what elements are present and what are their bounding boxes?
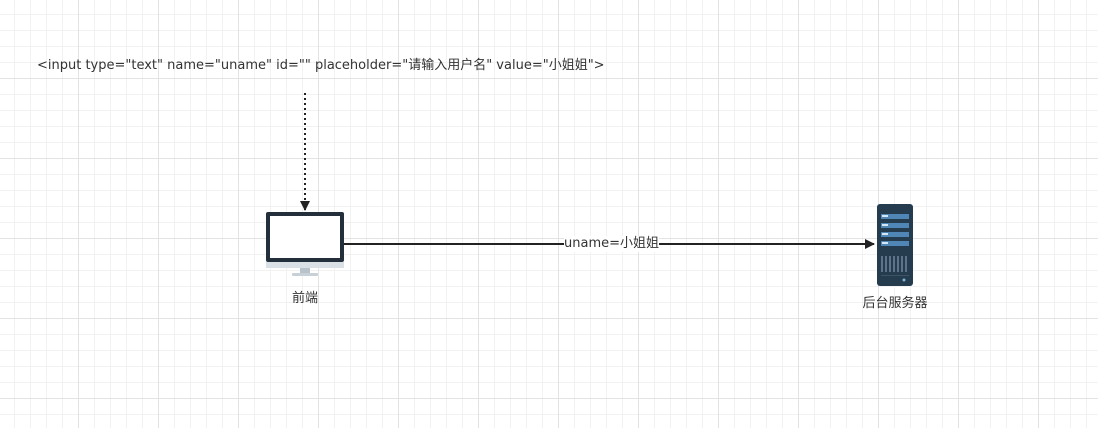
server-node-label: 后台服务器 [862, 296, 928, 311]
html-input-code-label: <input type="text" name="uname" id="" pl… [37, 58, 605, 73]
frontend-node[interactable] [266, 212, 344, 276]
monitor-icon [266, 212, 344, 276]
frontend-node-label: 前端 [291, 291, 318, 306]
server-rack-icon [877, 204, 913, 286]
request-edge-label: uname=小姐姐 [564, 236, 659, 252]
server-node[interactable] [877, 204, 913, 286]
